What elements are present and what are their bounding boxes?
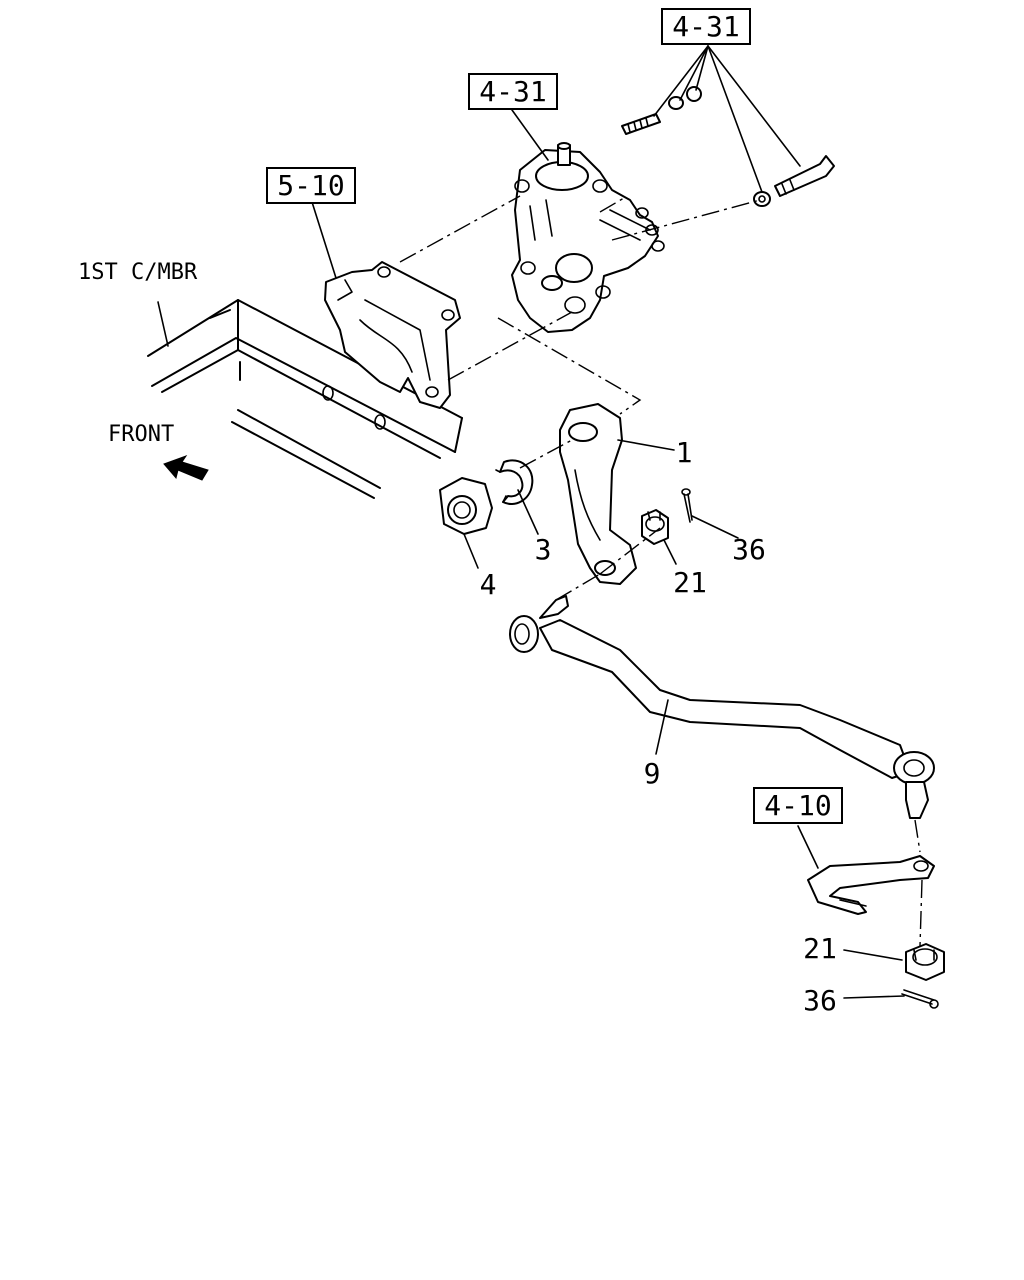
knuckle-arm [807,855,935,915]
ref-4-31-top-label: 4-31 [672,10,739,43]
mounting-hardware [621,86,835,207]
part-number-3: 3 [535,533,552,566]
ref-box-4-10[interactable]: 4-10 [753,787,843,824]
leader-lines [157,45,905,999]
ref-box-5-10[interactable]: 5-10 [266,167,356,204]
cotter-pin-lower [901,989,939,1009]
ref-box-4-31-pump[interactable]: 4-31 [468,73,558,110]
pitman-arm [559,403,637,585]
ref-4-10-label: 4-10 [764,789,831,822]
cotter-pin-upper [681,488,693,523]
steering-bracket [324,261,461,409]
drag-link [509,595,935,819]
lock-washer [495,459,534,505]
assembly-lines [399,195,923,947]
part-number-36-lower: 36 [803,984,837,1017]
ref-4-31-pump-label: 4-31 [479,75,546,108]
steering-gear-box [511,142,665,333]
crossmember-label: 1ST C/MBR [78,260,198,285]
part-number-4: 4 [480,568,497,601]
part-number-36-upper: 36 [732,533,766,566]
part-number-1: 1 [676,436,693,469]
part-number-21-upper: 21 [673,566,707,599]
front-label: FRONT [108,422,174,447]
castle-nut-upper [641,509,669,545]
ref-box-4-31-top[interactable]: 4-31 [661,8,751,45]
ref-5-10-label: 5-10 [277,169,344,202]
part-number-21-lower: 21 [803,932,837,965]
castle-nut-lower [905,943,945,981]
front-arrow-icon [163,455,209,481]
pitman-arm-nut [439,477,493,535]
part-number-9: 9 [644,757,661,790]
